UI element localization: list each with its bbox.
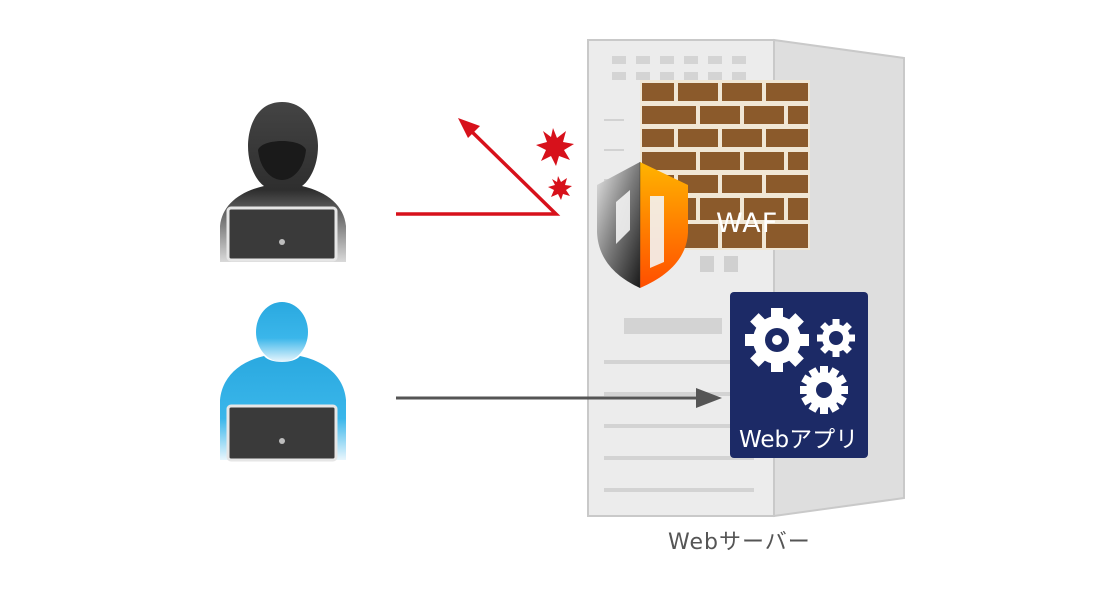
gear-icon [745,308,809,372]
web-app-panel: Webアプリ [730,292,868,458]
web-server-label: Webサーバー [668,530,811,555]
gear-icon [800,366,848,414]
shield-icon [597,162,688,288]
web-app-label: Webアプリ [739,427,858,453]
hooded-hacker-with-laptop-icon [220,102,346,262]
normal-access-arrow [396,388,722,408]
gear-icon [817,319,855,357]
attack-arrow [396,118,561,216]
waf-label: WAF [716,208,778,239]
spark-icon [536,128,574,200]
user-with-laptop-icon [220,302,346,462]
